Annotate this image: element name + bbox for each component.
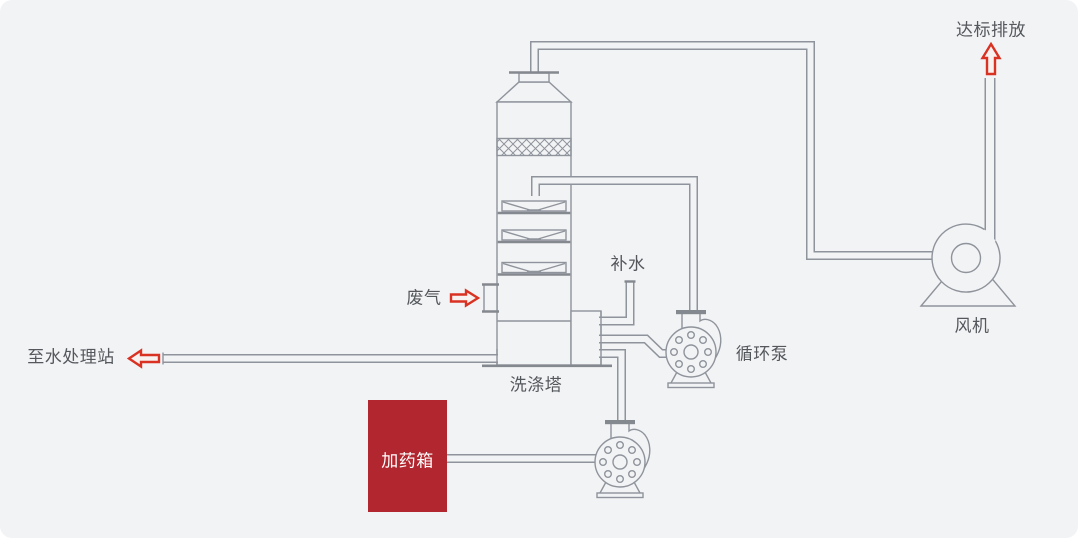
emission-up-arrow-icon bbox=[980, 41, 1002, 76]
spray-tray bbox=[497, 200, 571, 215]
tower-neck bbox=[518, 72, 550, 83]
drain-left-arrow-icon bbox=[126, 348, 161, 369]
dosing-tank: 加药箱 bbox=[368, 400, 447, 512]
gas-inlet-nozzle bbox=[482, 283, 499, 313]
scrubber-tower-label: 洗涤塔 bbox=[510, 376, 563, 395]
dosing-pump bbox=[594, 419, 651, 499]
pipe-fittings bbox=[162, 71, 636, 366]
emission-label: 达标排放 bbox=[956, 21, 1026, 40]
spray-tray bbox=[497, 229, 571, 244]
packing-demister-section bbox=[496, 137, 572, 157]
pipe-tower-outlet-to-fan bbox=[530, 41, 944, 260]
waste-gas-label: 废气 bbox=[407, 289, 442, 308]
water-treatment-label: 至水处理站 bbox=[27, 348, 115, 367]
fan-hub bbox=[950, 242, 982, 274]
sump-tank bbox=[570, 310, 602, 366]
tower-cone bbox=[495, 81, 573, 103]
pipe-circulation-to-spray-header bbox=[531, 176, 698, 312]
fan bbox=[919, 223, 1017, 307]
pipe-dosing-pump-discharge bbox=[599, 349, 626, 421]
waste-gas-right-arrow-icon bbox=[449, 288, 481, 308]
circulation-pump-label: 循环泵 bbox=[736, 345, 789, 364]
fan-label: 风机 bbox=[955, 317, 990, 336]
fan-scroll bbox=[931, 223, 1001, 293]
pipe-makeup-water bbox=[599, 281, 635, 326]
dosing-tank-label: 加药箱 bbox=[381, 452, 434, 471]
makeup-water-label: 补水 bbox=[611, 255, 646, 274]
scrubber-tower bbox=[482, 72, 602, 366]
spray-tray bbox=[497, 261, 571, 276]
circulation-pump bbox=[665, 309, 722, 389]
